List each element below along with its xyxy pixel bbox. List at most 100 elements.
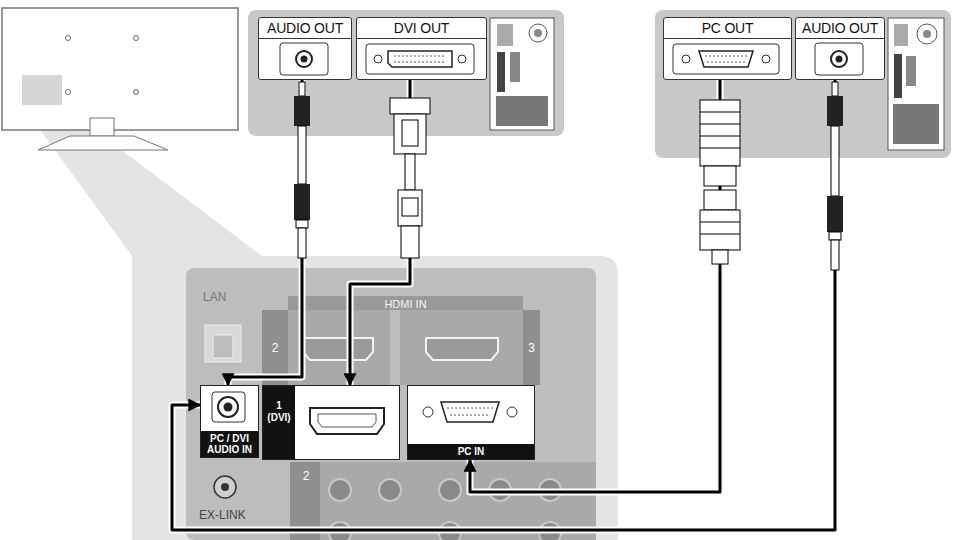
port-number: 2: [264, 342, 286, 356]
port-number: 2: [294, 470, 318, 484]
ex-link-jack: [221, 483, 229, 491]
fan: [529, 24, 547, 42]
tv-input-box: PC / DVI AUDIO IN: [200, 385, 259, 458]
port-label: PC OUT: [664, 18, 791, 39]
port-group-name: HDMI IN: [288, 297, 523, 311]
cable-line: [228, 80, 302, 385]
dvi-plug-body: [394, 114, 426, 154]
io-ports: [510, 52, 520, 82]
power-socket: [894, 24, 908, 46]
cable: [228, 80, 302, 385]
port-box: DVI OUT: [356, 17, 487, 80]
av-jack: [539, 479, 561, 501]
rca-sleeve: [831, 240, 839, 270]
av-jack: [439, 522, 461, 540]
cable-line: [350, 80, 410, 385]
port-label: AUDIO OUT: [796, 18, 884, 39]
vga-plug-grip: [700, 222, 740, 234]
rca-sleeve: [298, 228, 306, 258]
hdmi-plug-body: [402, 198, 418, 216]
card-slots: [496, 96, 548, 126]
hdmi-plug-body: [398, 190, 422, 226]
vga-shell: [704, 190, 736, 210]
dvi-plug-body: [402, 120, 418, 146]
audio-cable: [831, 126, 839, 196]
rca-body: [294, 184, 310, 220]
hdmi-port: [303, 338, 373, 360]
cable-halo: [172, 80, 835, 530]
cable-line: [172, 80, 835, 530]
tv-back: [2, 8, 238, 130]
av-jack: [439, 479, 461, 501]
tv-input-box: 1 (DVI): [262, 385, 400, 460]
port-label: AUDIO OUT: [259, 18, 351, 39]
av-number-strip: [290, 462, 320, 540]
av-jack: [489, 479, 511, 501]
card-slots: [893, 104, 939, 144]
port-number: 3: [523, 342, 540, 356]
hdmi-plug: [401, 226, 419, 258]
cable-halo: [350, 80, 410, 385]
tv-input-box: PC IN: [407, 385, 535, 460]
screw-hole: [134, 90, 139, 95]
hdmi-port: [426, 338, 498, 360]
panel-zoom: [132, 256, 618, 540]
cable-halo: [228, 80, 302, 385]
hdmi-port-area: [262, 310, 390, 385]
rca-tip: [299, 82, 305, 96]
dvi-cable: [405, 154, 415, 190]
tv-stand: [38, 136, 168, 150]
vga-plug: [700, 210, 740, 250]
port-box: AUDIO OUT: [795, 17, 885, 80]
port-label: PC / DVI AUDIO IN: [201, 431, 258, 457]
av-jack: [379, 479, 401, 501]
rca-body: [827, 196, 843, 232]
dvi-plug: [390, 98, 430, 114]
pc-tower: [490, 18, 554, 130]
port-box: PC OUT: [663, 17, 792, 80]
zoom-wedge: [22, 105, 262, 256]
ex-link-jack: [214, 476, 236, 498]
av-jack: [329, 479, 351, 501]
rca-tip: [832, 82, 838, 96]
port-name: LAN: [203, 291, 226, 305]
io-ports: [906, 56, 916, 86]
port-name: EX-LINK: [199, 509, 246, 523]
screw-hole: [66, 90, 71, 95]
pc-panel: [655, 10, 951, 158]
vga-boot: [712, 250, 728, 264]
pc-panel: [248, 10, 564, 136]
hdmi-port-area: [400, 310, 540, 385]
av-input-area: [290, 462, 596, 540]
pc-tower: [888, 18, 944, 150]
cable: [350, 80, 410, 385]
screw-hole: [66, 36, 71, 41]
rca-body: [294, 96, 310, 126]
io-ports: [497, 52, 505, 92]
av-jack: [539, 522, 561, 540]
fan: [923, 30, 931, 38]
vga-plug: [700, 100, 740, 166]
port-box: AUDIO OUT: [258, 17, 352, 80]
terminal-area: [22, 75, 62, 105]
hdmi-number-strip: [262, 310, 288, 385]
tv-neck: [90, 118, 114, 136]
port-label: PC IN: [408, 444, 534, 459]
fan: [917, 24, 937, 44]
port-label: DVI OUT: [357, 18, 486, 39]
rca-ring: [829, 232, 841, 240]
av-jack: [329, 522, 351, 540]
io-ports: [894, 54, 902, 98]
power-socket: [497, 24, 513, 46]
hdmi-number-strip: [523, 310, 540, 385]
rca-ring: [296, 220, 308, 228]
vga-plug-grip: [700, 112, 740, 148]
fan: [534, 29, 542, 37]
rear-panel: [186, 268, 596, 540]
screw-hole: [134, 36, 139, 41]
hdmi-band: [288, 296, 523, 310]
vga-shell: [704, 166, 736, 186]
audio-cable: [298, 126, 306, 184]
lan-jack: [205, 325, 241, 362]
port-label: 1 (DVI): [263, 386, 295, 459]
